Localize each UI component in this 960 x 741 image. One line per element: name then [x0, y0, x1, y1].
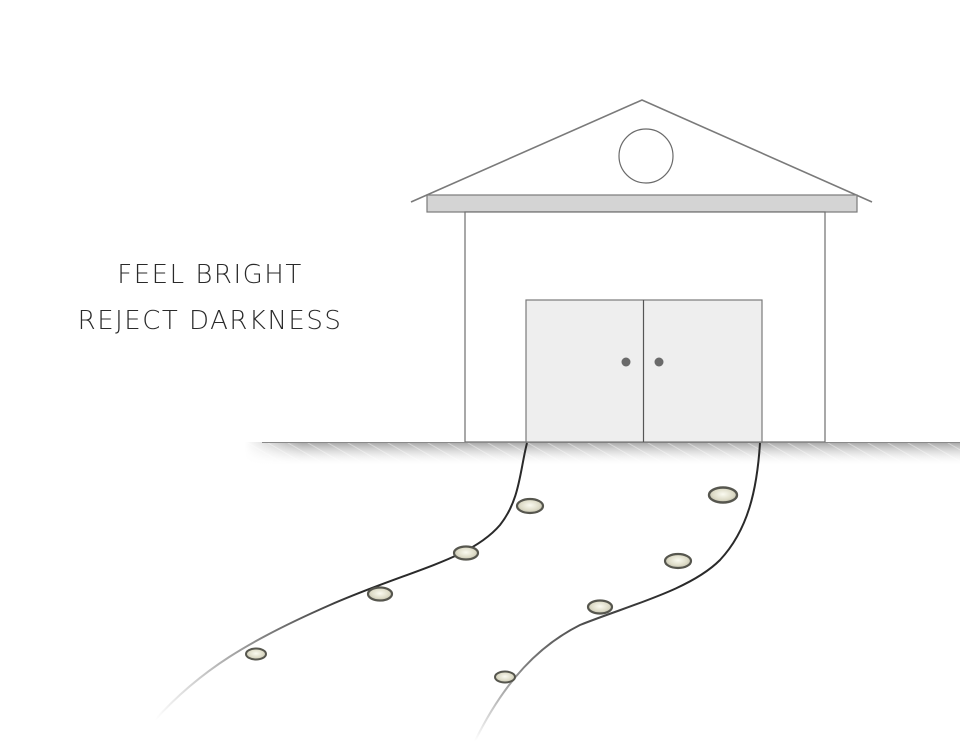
roof — [410, 99, 873, 213]
roof-outline — [410, 99, 873, 203]
left-door-handle — [621, 357, 631, 367]
lamp-icon — [494, 670, 516, 684]
lamp-icon — [515, 497, 545, 515]
driveway-right-edge — [474, 442, 761, 741]
ground — [245, 442, 960, 466]
double-doors — [525, 299, 763, 443]
ground-lamps — [245, 486, 739, 684]
attic-round-window — [618, 128, 674, 184]
driveway-left-edge — [154, 442, 528, 721]
tagline-line-1: FEEL BRIGHT — [117, 260, 303, 290]
lamp-icon — [245, 647, 267, 661]
right-door-handle — [654, 357, 664, 367]
roof-eave — [426, 194, 858, 213]
lamp-icon — [452, 545, 480, 561]
tagline-line-2: REJECT DARKNESS — [77, 306, 343, 336]
lamp-icon — [366, 586, 394, 602]
lamp-icon — [663, 552, 693, 570]
lamp-icon — [707, 486, 739, 504]
tagline: FEEL BRIGHT REJECT DARKNESS — [60, 252, 360, 344]
lamp-icon — [586, 599, 614, 615]
